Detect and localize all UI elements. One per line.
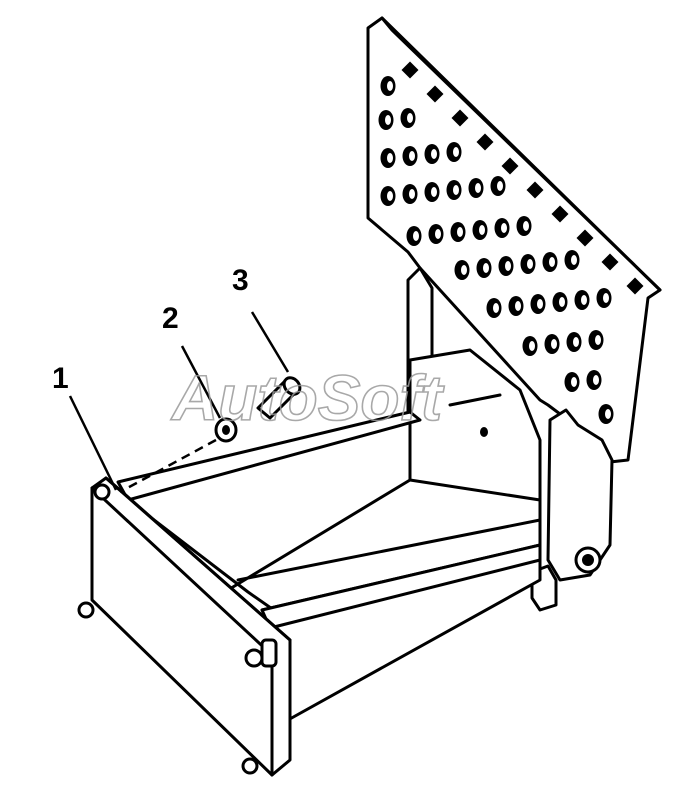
plate-hole-highlight xyxy=(501,223,507,233)
plate-hole-highlight xyxy=(559,297,565,307)
plate-hole-highlight xyxy=(431,149,437,159)
plate-hinge-tabs xyxy=(401,61,644,295)
plate-hole-highlight xyxy=(483,263,489,273)
plate-hole-highlight xyxy=(453,147,459,157)
plate-hole-highlight xyxy=(461,265,467,275)
right-pivot-arm xyxy=(530,408,614,612)
plate-hole-highlight xyxy=(387,81,393,91)
leader-line-3 xyxy=(250,311,290,373)
plate-holes xyxy=(378,76,614,424)
perforated-plate xyxy=(366,16,662,464)
plate-hole-highlight xyxy=(431,187,437,197)
watermark: AutoSoft xyxy=(170,362,445,434)
front-end-plate xyxy=(77,476,292,777)
plate-hole-highlight xyxy=(493,303,499,313)
plate-hole-highlight xyxy=(475,183,481,193)
hinge-tab xyxy=(426,85,444,103)
plate-hole-highlight xyxy=(551,339,557,349)
washer-part xyxy=(214,417,238,443)
plate-hole-highlight xyxy=(549,257,555,267)
plate-hole-highlight xyxy=(515,301,521,311)
plate-hole-highlight xyxy=(387,191,393,201)
hinge-tab xyxy=(501,157,519,175)
leader-line-2 xyxy=(180,345,222,419)
plate-hole-highlight xyxy=(409,151,415,161)
plate-hole-highlight xyxy=(497,181,503,191)
plate-hole-highlight xyxy=(435,229,441,239)
hinge-tab xyxy=(551,205,569,223)
callout-1: 1 xyxy=(52,362,69,395)
hinge-tab xyxy=(601,253,619,271)
plate-hole-highlight xyxy=(603,293,609,303)
plate-hole-highlight xyxy=(571,255,577,265)
plate-hole-highlight xyxy=(479,225,485,235)
assembly-dashed-line xyxy=(119,438,217,494)
plate-hole-highlight xyxy=(387,153,393,163)
plate-hole-highlight xyxy=(581,295,587,305)
plate-hole-highlight xyxy=(453,185,459,195)
hinge-tab xyxy=(451,109,469,127)
plate-hole-highlight xyxy=(605,409,611,419)
plate-hole-highlight xyxy=(529,341,535,351)
plate-hole-highlight xyxy=(595,335,601,345)
plate-hole-highlight xyxy=(413,231,419,241)
plate-hole-highlight xyxy=(537,299,543,309)
plate-hole-highlight xyxy=(593,375,599,385)
hinge-tab xyxy=(476,133,494,151)
plate-hole-highlight xyxy=(409,189,415,199)
callout-2: 2 xyxy=(162,302,179,335)
hinge-tab xyxy=(526,181,544,199)
leader-line-1 xyxy=(68,395,118,491)
plate-hole-highlight xyxy=(385,115,391,125)
plate-hole-highlight xyxy=(573,337,579,347)
frame-base xyxy=(116,410,542,722)
plate-hole-highlight xyxy=(527,259,533,269)
bolt-part xyxy=(256,376,302,420)
hinge-tab xyxy=(401,61,419,79)
callout-3: 3 xyxy=(232,264,249,297)
plate-hole-highlight xyxy=(457,227,463,237)
hinge-tab xyxy=(626,277,644,295)
plate-hole-highlight xyxy=(407,113,413,123)
hinge-tab xyxy=(576,229,594,247)
plate-hole-highlight xyxy=(523,221,529,231)
plate-hole-highlight xyxy=(505,261,511,271)
plate-hole-highlight xyxy=(571,377,577,387)
